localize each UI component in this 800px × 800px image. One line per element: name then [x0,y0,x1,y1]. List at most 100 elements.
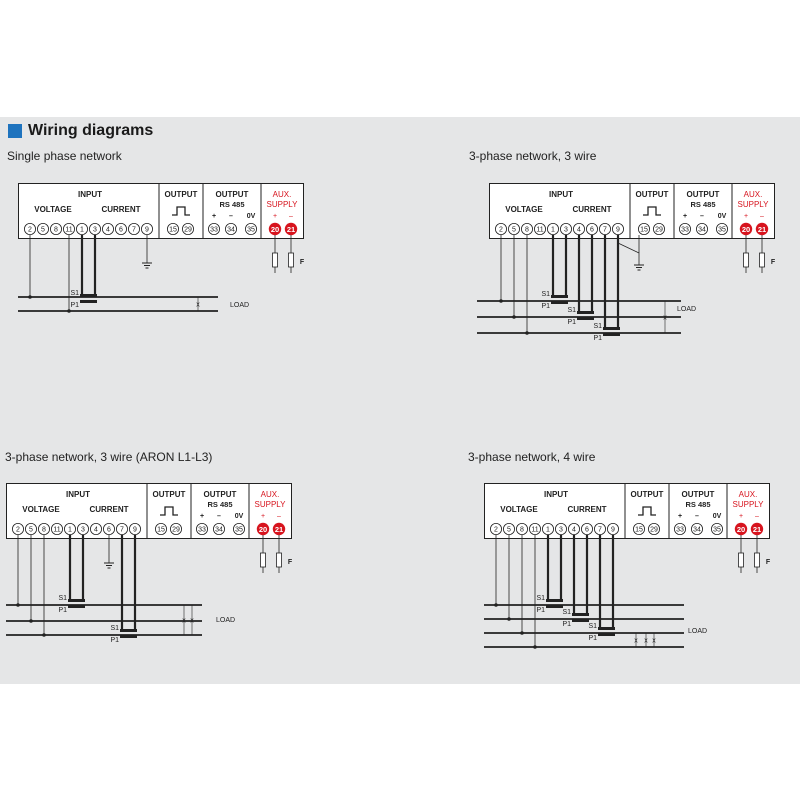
load-break-mark: x [196,302,200,309]
junction-dot [520,631,524,635]
terminal-aux [750,522,764,536]
aux-label: AUX. [261,490,280,499]
junction-dot [512,315,516,319]
terminal-aux [272,522,286,536]
ct-core [120,629,137,632]
rs485-label: RS 485 [690,200,715,209]
supply-label: SUPPLY [255,500,287,509]
terminal-current [128,223,141,236]
terminal-current-label: 7 [598,527,602,534]
terminal-aux-label: 21 [758,225,766,234]
terminal-voltage [24,223,36,236]
terminal-rs485 [207,223,220,236]
heading-3phase-3wire: 3-phase network, 3 wire [469,149,597,163]
terminal-current [76,223,89,236]
load-break-mark: x [182,618,186,625]
terminal-current [594,523,607,536]
rs485-output-label: OUTPUT [204,490,237,499]
terminal-current [102,223,115,236]
pulse-output-icon [638,506,656,516]
terminal-voltage [50,223,63,236]
ct-s1-label: S1 [588,623,597,630]
terminal-output-label: 29 [172,527,180,534]
terminal-voltage-label: 2 [28,227,32,234]
terminal-current-label: 7 [120,527,124,534]
ct-p1-label: P1 [562,621,571,628]
terminal-current-label: 1 [68,527,72,534]
current-label: CURRENT [572,205,611,214]
terminal-current [129,523,142,536]
terminal-current-label: 6 [119,227,123,234]
terminal-current-label: 1 [80,227,84,234]
junction-dot [525,331,529,335]
aux-polarity: + [744,213,748,220]
terminal-voltage [495,223,507,236]
fuse-icon [276,552,282,568]
ct-s1-label: S1 [58,595,67,602]
supply-label: SUPPLY [267,200,299,209]
terminal-rs485 [695,223,708,236]
ct-core [546,599,563,602]
terminal-aux-label: 20 [271,225,279,234]
terminal-voltage [529,523,542,536]
terminal-current-label: 9 [611,527,615,534]
fuse-label: F [288,559,293,566]
fuse-icon [288,252,294,268]
load-label: LOAD [230,302,249,309]
fuse-icon [759,252,765,268]
ct-core [546,605,563,608]
terminal-voltage [51,523,64,536]
terminal-current [103,523,116,536]
terminal-output-label: 29 [650,527,658,534]
terminal-current [586,223,599,236]
supply-label: SUPPLY [733,500,765,509]
terminal-aux-label: 21 [275,525,283,534]
terminal-current [607,523,620,536]
ct-core [572,619,589,622]
terminal-voltage-label: 8 [525,227,529,234]
terminal-current [116,523,129,536]
ct-p1-label: P1 [567,319,576,326]
terminal-voltage [502,523,515,536]
terminal-voltage-label: 8 [54,227,58,234]
load-break-mark: x [644,638,648,645]
ct-s1-label: S1 [70,290,79,297]
terminal-aux-label: 21 [753,525,761,534]
terminal-current-label: 6 [107,527,111,534]
load-break-mark: x [190,618,194,625]
load-break-mark: x [663,315,667,322]
aux-polarity: – [289,213,293,220]
terminal-aux-label: 20 [737,525,745,534]
terminal-rs485 [710,523,723,536]
terminal-current [542,523,555,536]
pulse-output-icon [172,206,190,216]
load-break-mark: x [652,638,656,645]
rs485-polarity: + [212,213,216,220]
terminal-current [115,223,128,236]
terminal-aux-label: 20 [742,225,750,234]
aux-polarity: + [273,213,277,220]
ct-p1-label: P1 [593,335,602,342]
terminal-voltage [516,523,529,536]
current-label: CURRENT [567,505,606,514]
heading-3phase-aron: 3-phase network, 3 wire (ARON L1-L3) [5,450,213,464]
terminal-voltage-label: 11 [65,227,72,234]
rs485-output-label: OUTPUT [687,190,720,199]
rs485-polarity: + [683,213,687,220]
ct-core [598,627,615,630]
ct-core [577,311,594,314]
supply-label: SUPPLY [738,200,770,209]
current-label: CURRENT [101,205,140,214]
junction-dot [67,309,71,313]
terminal-rs485-label: 34 [215,527,223,534]
ct-core [120,635,137,638]
terminal-rs485-label: 34 [693,527,701,534]
terminal-aux [734,522,748,536]
terminal-voltage-label: 11 [536,227,543,234]
terminal-voltage-label: 2 [16,527,20,534]
terminal-aux [755,222,769,236]
terminal-current [89,223,102,236]
terminal-voltage [534,223,547,236]
junction-dot [499,299,503,303]
rs485-label: RS 485 [219,200,244,209]
